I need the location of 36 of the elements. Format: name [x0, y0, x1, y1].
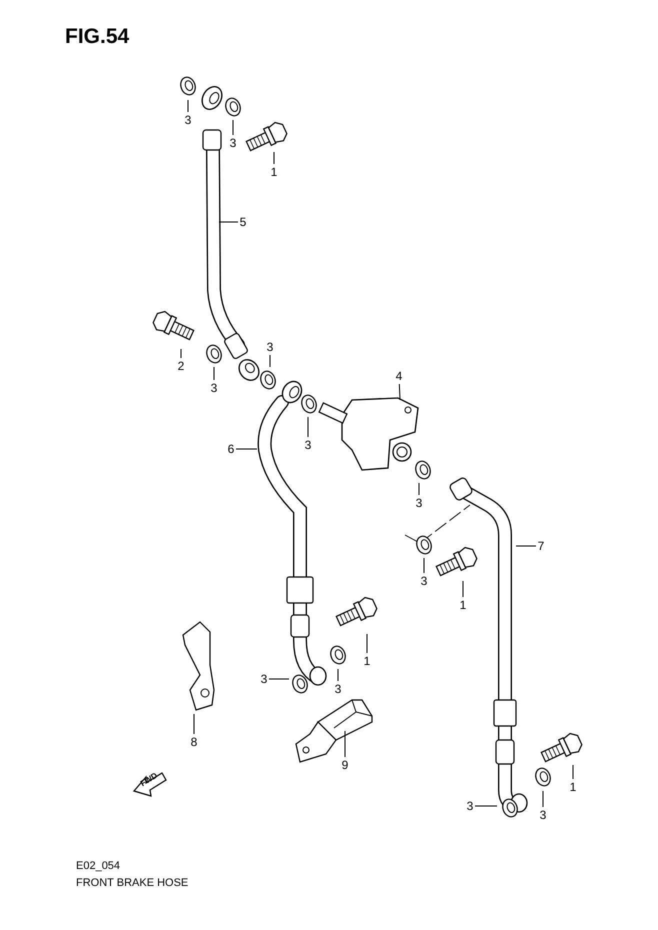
- leader-line: [462, 580, 464, 598]
- callout-number: 3: [414, 497, 424, 510]
- leader-line: [268, 678, 290, 680]
- callout-number: 9: [340, 759, 350, 772]
- callout-number: 3: [333, 683, 343, 696]
- figure-title: FIG.54: [65, 26, 130, 47]
- leader-line: [180, 348, 182, 358]
- callout-number: 4: [394, 370, 404, 383]
- callout-number: 1: [269, 166, 279, 179]
- callout-number: 6: [226, 443, 236, 456]
- leader-line: [366, 634, 368, 654]
- callout-number: 3: [209, 382, 219, 395]
- callout-number: 3: [465, 800, 475, 813]
- callout-number: 2: [176, 360, 186, 373]
- callout-number: 7: [536, 540, 546, 553]
- callout-number: 3: [538, 809, 548, 822]
- callout-number: 3: [259, 673, 269, 686]
- callout-number: 8: [189, 736, 199, 749]
- leader-line: [232, 120, 234, 136]
- callout-number: 3: [419, 575, 429, 588]
- leader-line: [236, 448, 258, 450]
- leader-line: [398, 384, 400, 400]
- caption-text: E02_054: [76, 861, 120, 872]
- callout-number: 3: [265, 341, 275, 354]
- callout-number: 5: [238, 216, 248, 229]
- caption-text: FRONT BRAKE HOSE: [76, 878, 188, 889]
- callout-number: 3: [228, 137, 238, 150]
- leader-line: [542, 790, 544, 808]
- leader-line: [572, 764, 574, 780]
- callout-number: 1: [458, 599, 468, 612]
- leader-line: [344, 730, 346, 758]
- callout-number: 3: [183, 114, 193, 127]
- leader-line: [418, 482, 420, 496]
- callout-number: 1: [362, 655, 372, 668]
- callout-number: 3: [303, 439, 313, 452]
- callout-number: 1: [568, 781, 578, 794]
